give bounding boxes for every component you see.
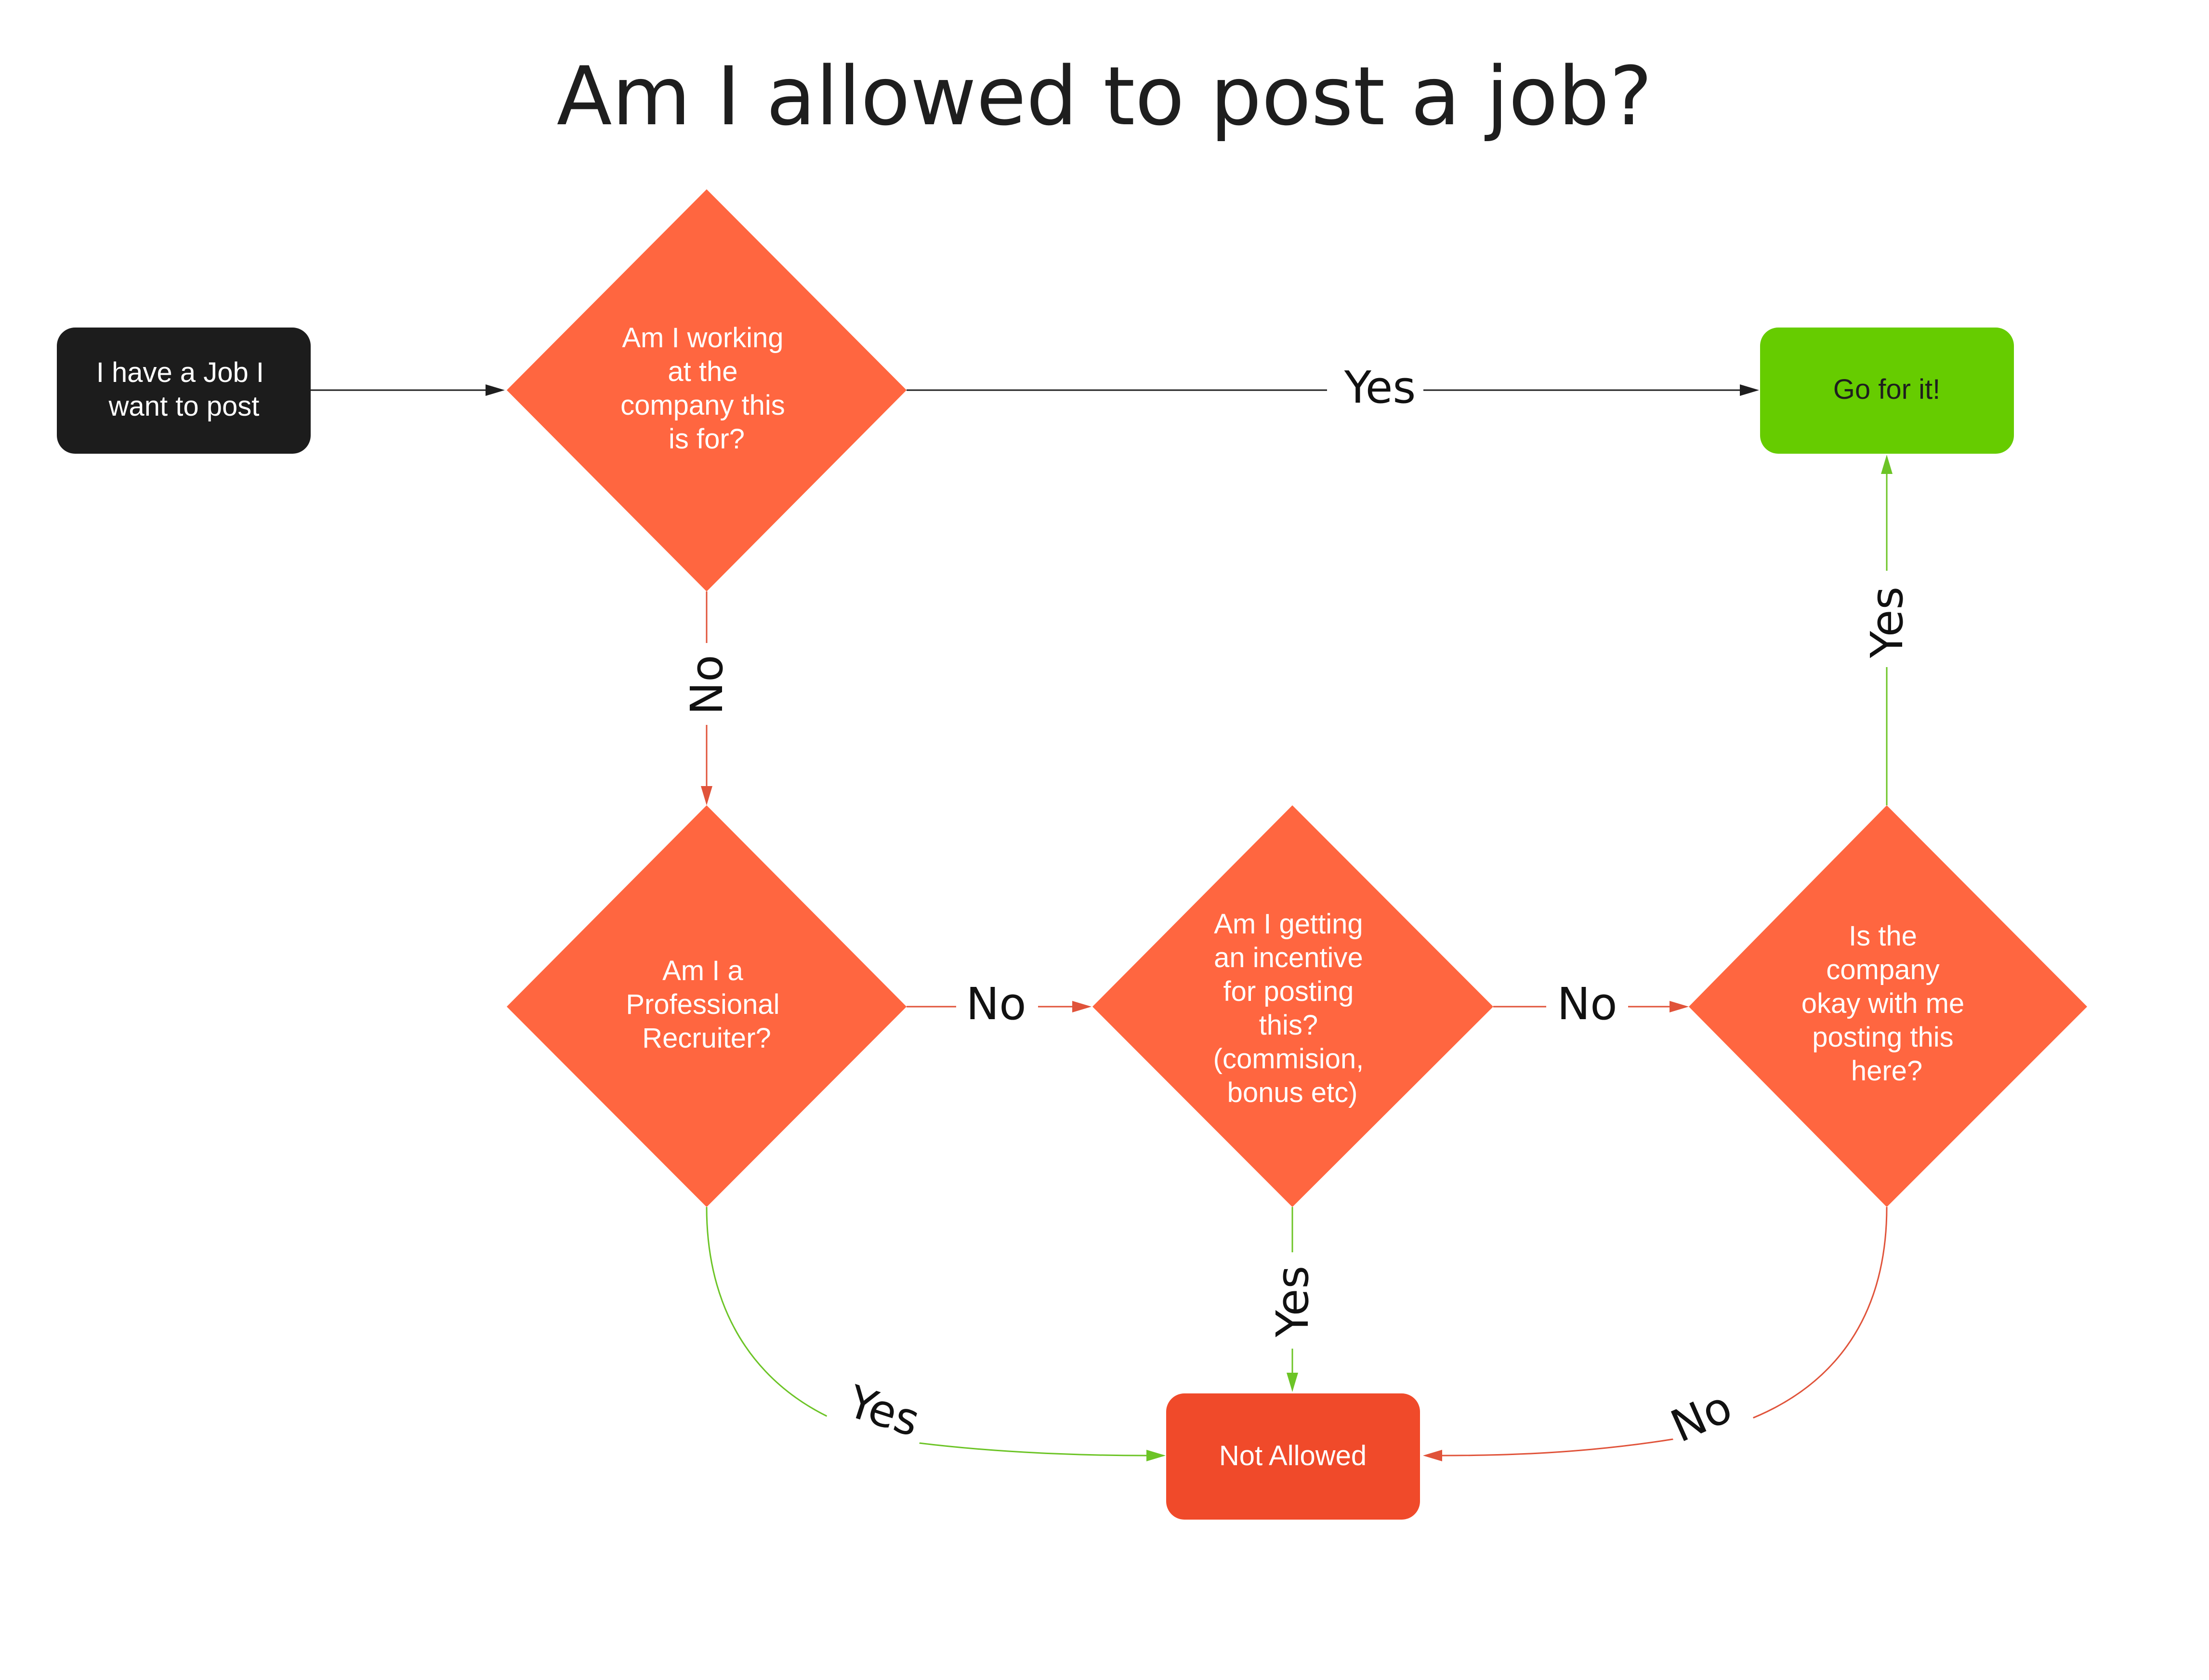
edge-label-recruiter-no: No [966,978,1026,1030]
node-not-allowed: Not Allowed [1166,1393,1420,1520]
node-start-text: I have a Job I want to post [96,357,272,422]
edge-label-incentive-no: No [1557,978,1617,1030]
node-go-for-it: Go for it! [1760,328,2014,454]
edge-recruiter-yes: Yes [706,1207,1166,1461]
decision-getting-incentive: Am I getting an incentive for posting th… [1092,805,1493,1207]
decision-working-text: Am I working at the company this is for? [620,322,793,455]
decision-working-at-company: Am I working at the company this is for? [507,189,907,591]
node-start: I have a Job I want to post [57,328,311,454]
diagram-title: Am I allowed to post a job? [557,49,1653,144]
decision-company-okay: Is the company okay with me posting this… [1689,805,2087,1207]
edge-company-no: No [1423,1207,1888,1464]
edge-working-no: No [674,591,737,805]
edge-start-to-working [311,384,505,396]
edge-label-working-yes: Yes [1344,362,1416,413]
decision-incentive-text: Am I getting an incentive for posting th… [1213,908,1372,1108]
edge-recruiter-no: No [907,973,1091,1040]
edge-incentive-no: No [1493,973,1689,1040]
edge-label-working-no: No [681,655,733,715]
edge-company-yes: Yes [1854,455,1917,805]
edge-label-company-yes: Yes [1861,587,1913,659]
decision-recruiter-text: Am I a Professional Recruiter? [626,955,787,1054]
edge-label-incentive-yes: Yes [1267,1266,1318,1338]
decision-company-okay-text: Is the company okay with me posting this… [1801,920,1972,1087]
node-not-allowed-text: Not Allowed [1219,1440,1367,1471]
decision-professional-recruiter: Am I a Professional Recruiter? [507,805,907,1207]
node-go-text: Go for it! [1833,374,1940,405]
edge-working-yes: Yes [907,356,1759,419]
edge-incentive-yes: Yes [1260,1207,1322,1392]
